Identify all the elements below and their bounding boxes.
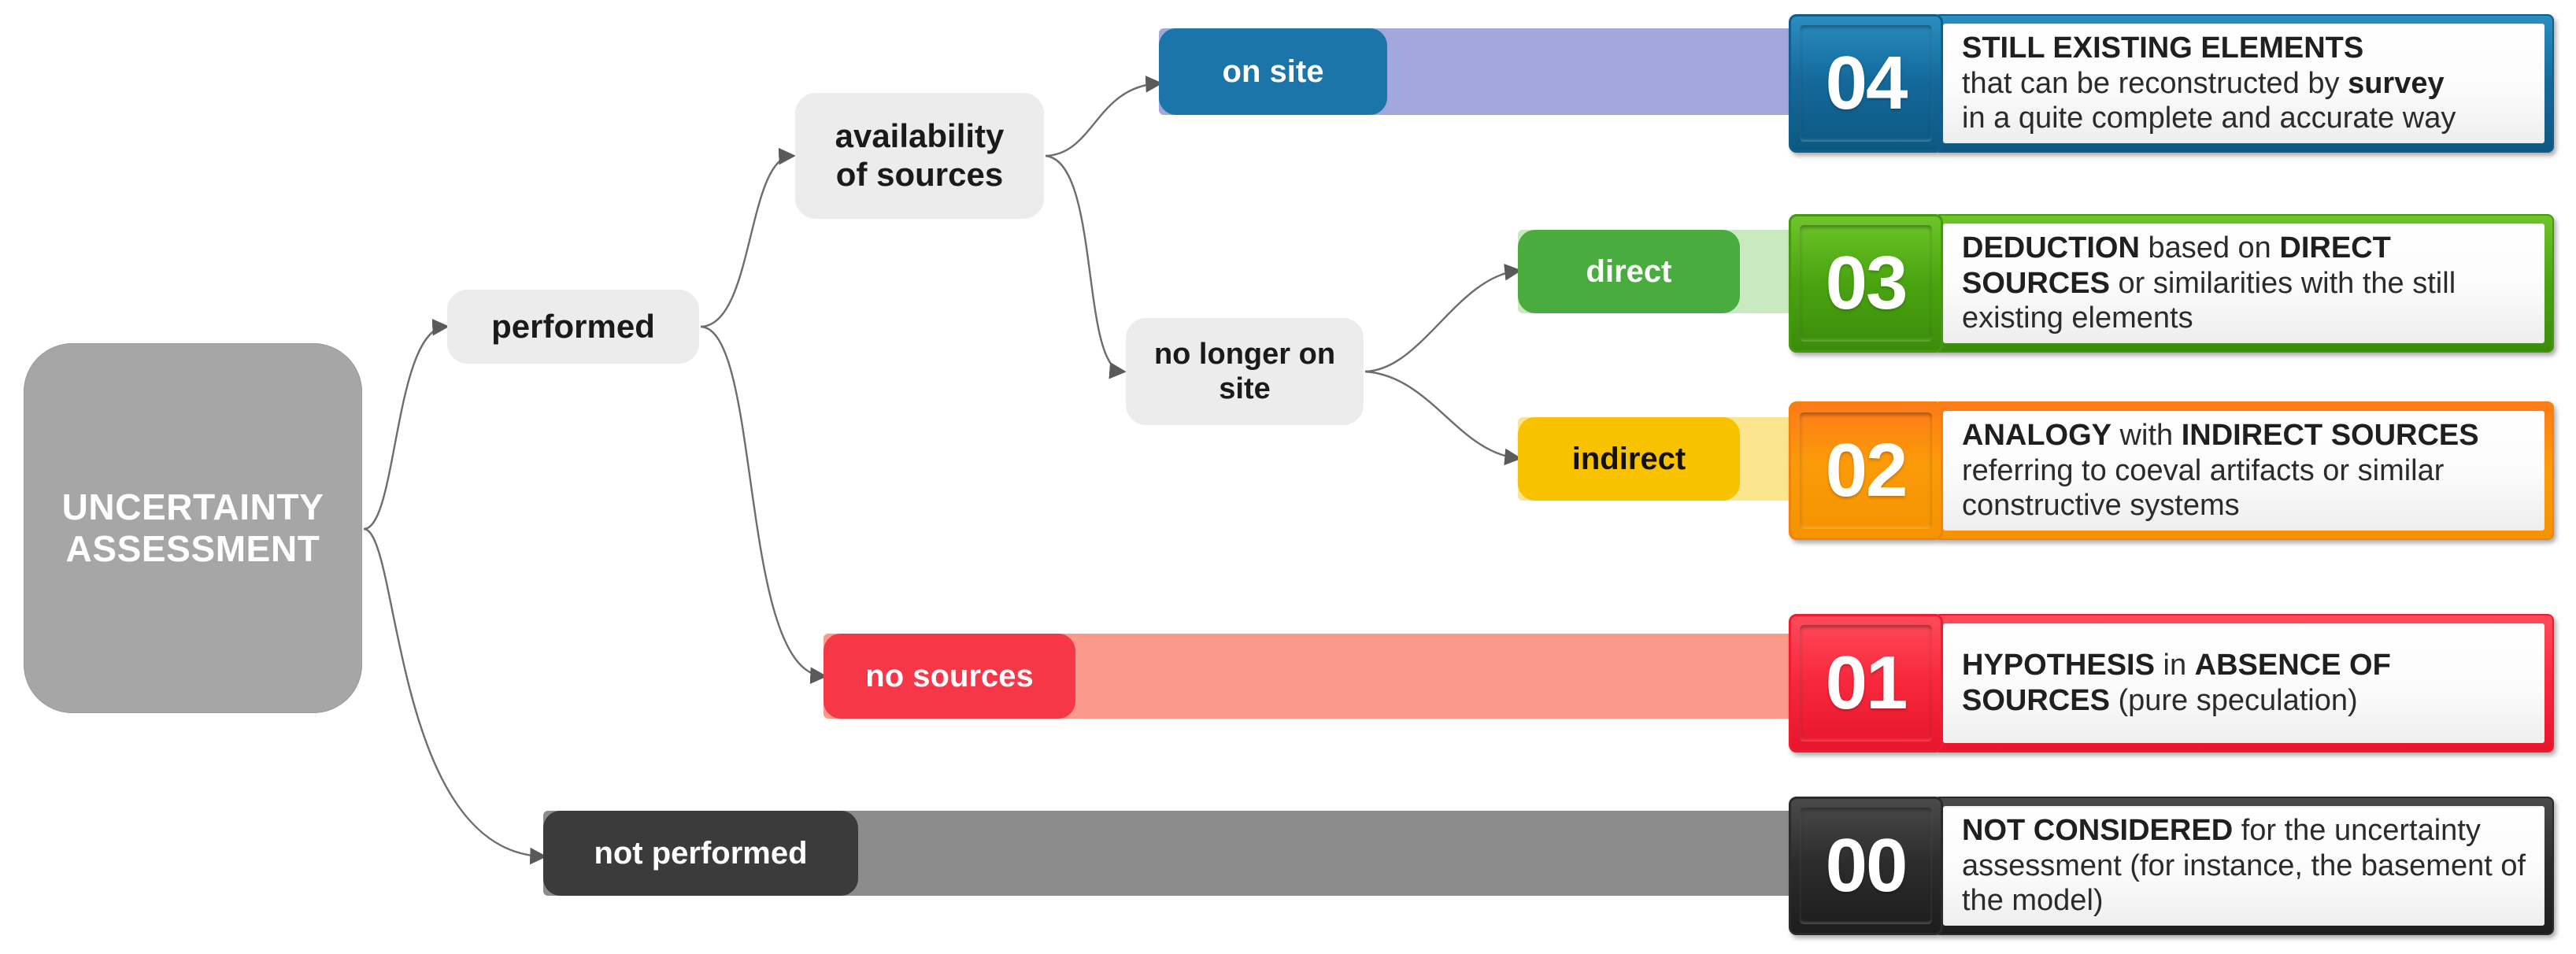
node-no-longer-line1: no longer on (1153, 337, 1336, 371)
level-number-04-text: 04 (1825, 41, 1908, 125)
edge-nolonger-indirect (1364, 370, 1522, 466)
level-text-01-d: (pure speculation) (2109, 684, 2358, 717)
level-text-02-c: INDIRECT SOURCES (2181, 418, 2479, 452)
pill-indirect[interactable]: indirect (1518, 417, 1740, 501)
edge-root-notperformed (363, 527, 547, 865)
level-card-01[interactable]: 01 HYPOTHESIS in ABSENCE OF SOURCES (pur… (1789, 614, 2554, 752)
pill-direct[interactable]: direct (1518, 230, 1740, 313)
level-text-02: ANALOGY with INDIRECT SOURCES referring … (1962, 418, 2530, 523)
pill-on-site-label: on site (1222, 54, 1324, 89)
edge-root-performed (363, 319, 450, 531)
level-number-01-text: 01 (1825, 641, 1908, 725)
root-label-line2: ASSESSMENT (65, 528, 320, 569)
pill-indirect-label: indirect (1571, 441, 1686, 476)
level-panel-02: ANALOGY with INDIRECT SOURCES referring … (1934, 401, 2554, 540)
node-availability-of-sources[interactable]: availability of sources (795, 93, 1044, 219)
level-number-00: 00 (1789, 797, 1943, 935)
level-card-03[interactable]: 03 DEDUCTION based on DIRECT SOURCES or … (1789, 214, 2554, 353)
root-label: UNCERTAINTY ASSESSMENT (42, 486, 345, 571)
pill-not-performed-label: not performed (594, 835, 808, 871)
level-panel-04: STILL EXISTING ELEMENTS that can be reco… (1934, 14, 2554, 153)
level-number-03-text: 03 (1825, 241, 1908, 325)
level-text-04: STILL EXISTING ELEMENTS that can be reco… (1962, 31, 2456, 136)
node-availability-label: availability of sources (835, 117, 1005, 194)
root-label-line1: UNCERTAINTY (61, 486, 324, 527)
level-number-02: 02 (1789, 401, 1943, 540)
edge-performed-availability (700, 147, 796, 328)
level-text-02-d: referring to coeval artifacts or similar… (1962, 453, 2445, 523)
level-panel-00: NOT CONSIDERED for the uncertainty asses… (1934, 797, 2554, 935)
level-text-04-c: in a quite complete and accurate way (1962, 102, 2456, 135)
level-number-04: 04 (1789, 14, 1943, 153)
level-card-00[interactable]: 00 NOT CONSIDERED for the uncertainty as… (1789, 797, 2554, 935)
level-text-03-a: DEDUCTION (1962, 231, 2140, 264)
node-no-longer-label: no longer on site (1154, 337, 1335, 406)
pill-no-sources-label: no sources (865, 658, 1034, 693)
level-text-00-b: for the uncertainty assessment (for inst… (1962, 813, 2526, 918)
pill-on-site[interactable]: on site (1159, 28, 1387, 115)
pill-not-performed[interactable]: not performed (543, 811, 858, 896)
level-number-01: 01 (1789, 614, 1943, 752)
edge-availability-onsite (1045, 76, 1163, 157)
pill-no-sources[interactable]: no sources (824, 634, 1075, 719)
level-text-03-b: based on (2139, 231, 2280, 264)
node-performed[interactable]: performed (447, 290, 699, 364)
level-text-04-b: survey (2348, 66, 2445, 100)
level-text-04-a: that can be reconstructed by (1962, 66, 2348, 100)
node-availability-line2: of sources (835, 156, 1004, 193)
level-panel-03: DEDUCTION based on DIRECT SOURCES or sim… (1934, 214, 2554, 353)
pill-direct-label: direct (1586, 253, 1672, 289)
edge-availability-nolonger (1045, 154, 1127, 379)
level-panel-01: HYPOTHESIS in ABSENCE OF SOURCES (pure s… (1934, 614, 2554, 752)
level-text-01-b: in (2154, 649, 2195, 682)
node-performed-label: performed (491, 307, 655, 345)
level-text-03-c: DIRECT SOURCES (1962, 231, 2391, 300)
level-text-03: DEDUCTION based on DIRECT SOURCES or sim… (1962, 231, 2530, 336)
level-card-04[interactable]: 04 STILL EXISTING ELEMENTS that can be r… (1789, 14, 2554, 153)
level-number-00-text: 00 (1825, 823, 1908, 908)
level-text-02-b: with (2112, 418, 2182, 452)
level-text-01: HYPOTHESIS in ABSENCE OF SOURCES (pure s… (1962, 648, 2530, 719)
level-card-02[interactable]: 02 ANALOGY with INDIRECT SOURCES referri… (1789, 401, 2554, 540)
edge-performed-nosources (700, 325, 827, 684)
level-text-00-a: NOT CONSIDERED (1962, 813, 2234, 847)
level-text-00: NOT CONSIDERED for the uncertainty asses… (1962, 813, 2530, 919)
level-text-03-d: or similarities with the still existing … (1962, 266, 2456, 335)
root-node[interactable]: UNCERTAINTY ASSESSMENT (24, 343, 362, 713)
level-text-04-title: STILL EXISTING ELEMENTS (1962, 31, 2364, 65)
level-number-02-text: 02 (1825, 428, 1908, 512)
node-no-longer-line2: site (1219, 372, 1271, 405)
level-text-01-a: HYPOTHESIS (1962, 649, 2155, 682)
edge-nolonger-direct (1364, 263, 1522, 373)
node-no-longer-on-site[interactable]: no longer on site (1126, 318, 1364, 425)
level-number-03: 03 (1789, 214, 1943, 353)
level-text-01-c: ABSENCE OF SOURCES (1962, 649, 2391, 717)
node-availability-line1: availability (835, 117, 1005, 155)
level-text-02-a: ANALOGY (1962, 418, 2112, 452)
